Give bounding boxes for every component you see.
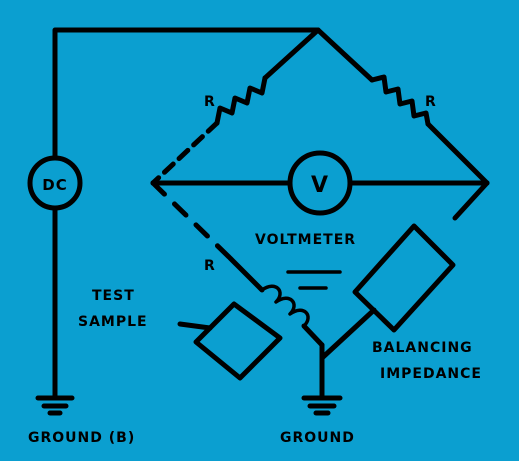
resistor-left-upper-label: R bbox=[204, 94, 216, 110]
ground-left-label: GROUND (B) bbox=[28, 430, 135, 446]
ground-right-label: GROUND bbox=[280, 430, 355, 446]
test-sample-pointer bbox=[177, 321, 213, 331]
ground-right-icon bbox=[301, 395, 343, 416]
balancing-wire-bottom bbox=[319, 307, 377, 361]
resistor-left-lower bbox=[150, 180, 265, 293]
resistor-right-upper-label: R bbox=[425, 94, 437, 110]
voltmeter-symbol bbox=[287, 150, 353, 216]
ground-left-icon bbox=[35, 395, 75, 416]
balancing-label-line1: BALANCING bbox=[372, 340, 473, 356]
balancing-wire-top bbox=[452, 180, 490, 221]
dc-source-label: DC bbox=[42, 176, 67, 194]
resistor-right-upper bbox=[315, 27, 490, 186]
test-sample-coil bbox=[260, 284, 325, 348]
test-sample-block bbox=[193, 301, 283, 381]
resistor-left-upper bbox=[150, 27, 321, 186]
balancing-label-line2: IMPEDANCE bbox=[380, 366, 482, 382]
test-sample-label-line2: SAMPLE bbox=[78, 314, 148, 330]
dc-source-symbol bbox=[27, 155, 83, 211]
resistor-left-lower-label: R bbox=[204, 258, 216, 274]
voltmeter-label: VOLTMETER bbox=[255, 232, 356, 248]
voltmeter-symbol-label: V bbox=[311, 173, 329, 198]
supply-wire-top bbox=[52, 27, 321, 161]
balancing-impedance-block bbox=[352, 223, 456, 333]
test-sample-label-line1: TEST bbox=[92, 288, 135, 304]
